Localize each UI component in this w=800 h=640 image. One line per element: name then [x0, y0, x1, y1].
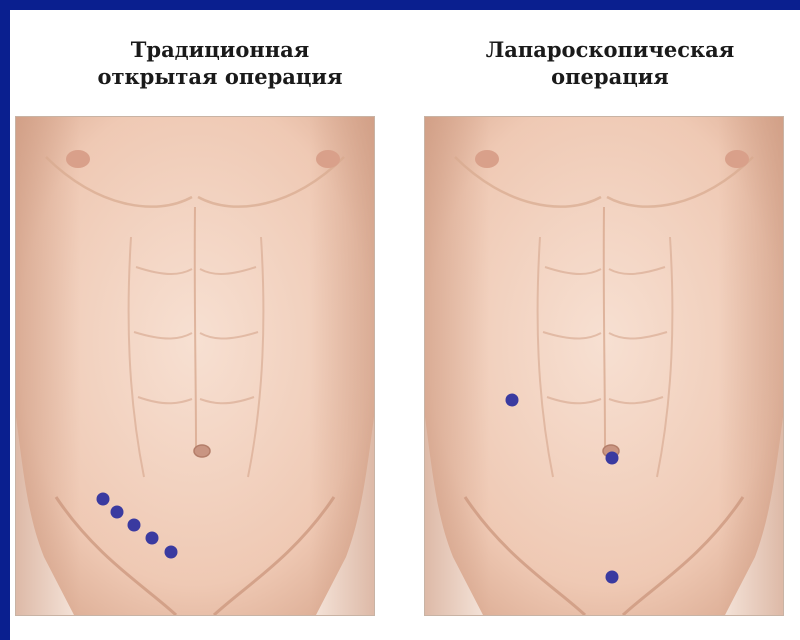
nipple-icon	[725, 150, 749, 168]
laparoscopic-surgery-caption: Лапароскопическая операция	[450, 36, 770, 90]
incision-marker	[97, 493, 110, 506]
caption-line: Лапароскопическая	[450, 36, 770, 63]
incision-marker	[165, 546, 178, 559]
incision-marker	[128, 519, 141, 532]
caption-line: открытая операция	[60, 63, 380, 90]
torso-illustration-laparoscopic	[425, 117, 783, 615]
slide: Традиционная открытая операция Лапароско…	[10, 10, 800, 640]
incision-marker	[146, 532, 159, 545]
incision-marker	[506, 394, 519, 407]
caption-line: операция	[450, 63, 770, 90]
nipple-icon	[316, 150, 340, 168]
incision-marker	[606, 571, 619, 584]
torso-illustration-open	[16, 117, 374, 615]
open-surgery-panel	[15, 116, 375, 616]
navel-icon	[194, 445, 210, 457]
laparoscopic-surgery-panel	[424, 116, 784, 616]
incision-marker	[111, 506, 124, 519]
nipple-icon	[475, 150, 499, 168]
caption-line: Традиционная	[60, 36, 380, 63]
open-surgery-caption: Традиционная открытая операция	[60, 36, 380, 90]
nipple-icon	[66, 150, 90, 168]
incision-marker	[606, 452, 619, 465]
